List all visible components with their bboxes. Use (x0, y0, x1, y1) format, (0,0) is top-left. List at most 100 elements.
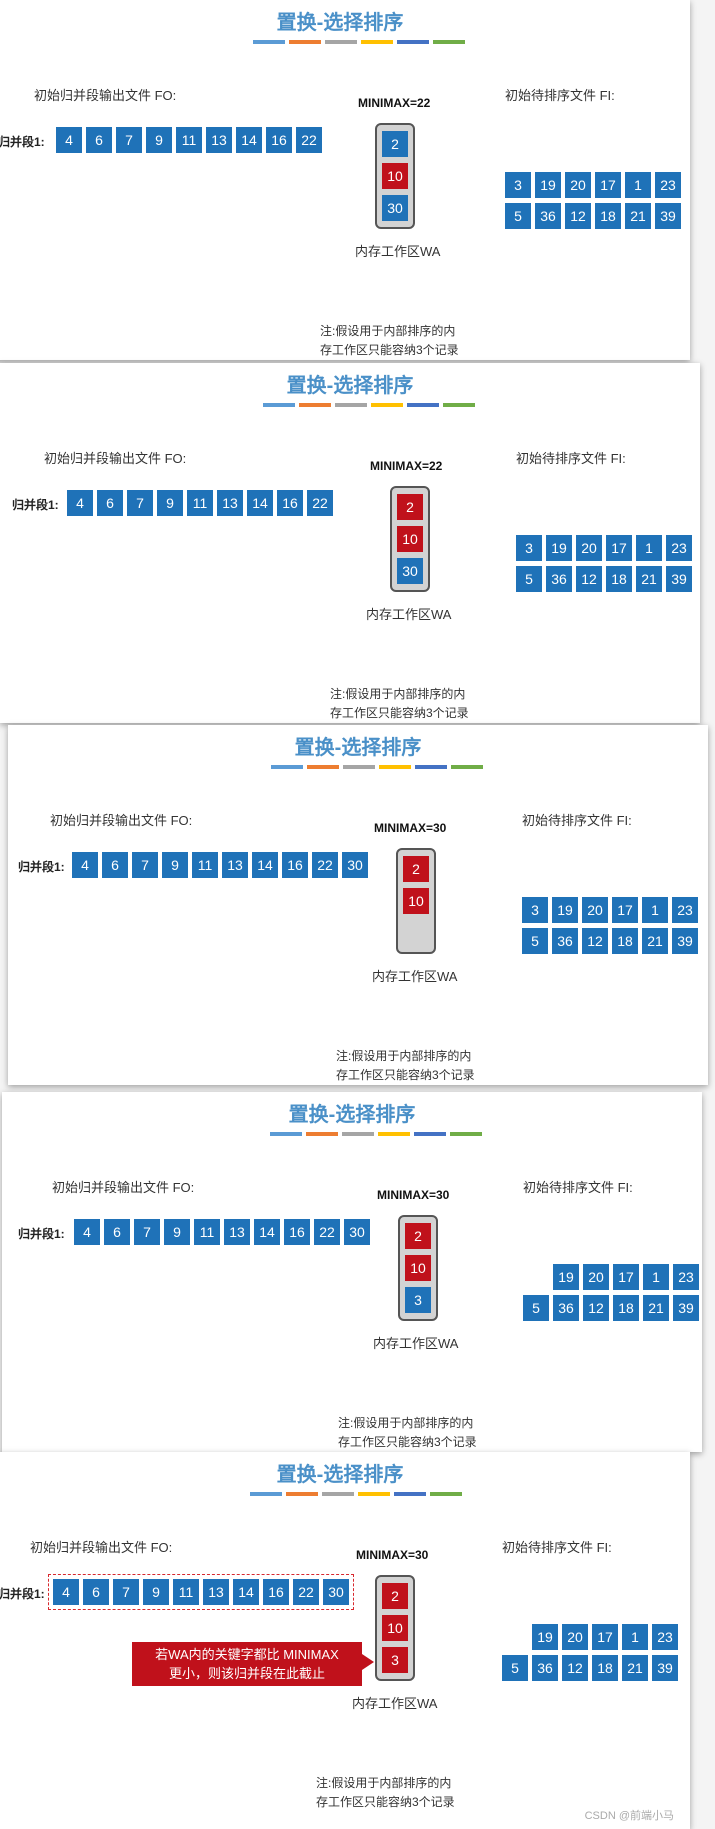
fo-label: 初始归并段输出文件 FO: (52, 1180, 195, 1195)
record-cell: 7 (127, 490, 153, 516)
record-cell: 10 (382, 1615, 408, 1641)
slide-title: 置换-选择排序 (294, 737, 422, 759)
note-line: 注:假设用于内部排序的内 (316, 1776, 452, 1790)
record-cell: 12 (576, 566, 602, 592)
record-cell: 39 (652, 1655, 678, 1681)
color-bar-segment (299, 403, 331, 407)
record-cell: 22 (314, 1219, 340, 1245)
record-cell: 11 (192, 852, 218, 878)
watermark: CSDN @前端小马 (584, 1810, 674, 1822)
slide-title: 置换-选择排序 (276, 12, 404, 34)
record-cell: 14 (252, 852, 278, 878)
record-cell: 9 (143, 1579, 169, 1605)
record-cell: 7 (113, 1579, 139, 1605)
record-cell: 3 (505, 172, 531, 198)
record-cell: 39 (655, 203, 681, 229)
record-cell: 22 (307, 490, 333, 516)
record-cell: 6 (102, 852, 128, 878)
record-cell: 9 (162, 852, 188, 878)
note-line: 注:假设用于内部排序的内 (338, 1416, 474, 1430)
wa-label: 内存工作区WA (373, 1336, 459, 1351)
record-cell: 18 (606, 566, 632, 592)
record-cell: 22 (312, 852, 338, 878)
record-cell: 3 (405, 1287, 431, 1313)
fo-label: 初始归并段输出文件 FO: (34, 88, 177, 103)
record-cell: 23 (673, 1264, 699, 1290)
record-cell: 36 (552, 928, 578, 954)
note-line: 存工作区只能容纳3个记录 (316, 1795, 455, 1809)
record-cell: 20 (583, 1264, 609, 1290)
record-cell: 18 (592, 1655, 618, 1681)
record-cell: 17 (595, 172, 621, 198)
record-cell: 4 (74, 1219, 100, 1245)
slide-3: 置换-选择排序 初始归并段输出文件 FO: MINIMAX=30 初始待排序文件… (8, 725, 708, 1085)
record-cell: 2 (382, 1583, 408, 1609)
record-cell (502, 1624, 528, 1650)
color-bar (271, 765, 483, 769)
record-cell: 5 (502, 1655, 528, 1681)
note: 注:假设用于内部排序的内 存工作区只能容纳3个记录 (316, 1774, 455, 1812)
fi-label: 初始待排序文件 FI: (516, 451, 626, 466)
minimax-label: MINIMAX=30 (374, 821, 447, 835)
record-cell: 7 (116, 127, 142, 153)
color-bar-segment (270, 1132, 302, 1136)
record-cell (523, 1264, 549, 1290)
record-cell: 3 (522, 897, 548, 923)
record-cell: 36 (535, 203, 561, 229)
color-bar-segment (286, 1492, 318, 1496)
note: 注:假设用于内部排序的内 存工作区只能容纳3个记录 (338, 1414, 477, 1452)
color-bar-segment (307, 765, 339, 769)
color-bar-segment (263, 403, 295, 407)
record-cell: 21 (643, 1295, 669, 1321)
color-bar-segment (378, 1132, 410, 1136)
color-bar-segment (371, 403, 403, 407)
color-bar-segment (443, 403, 475, 407)
record-cell: 2 (405, 1223, 431, 1249)
record-cell: 2 (403, 856, 429, 882)
record-cell: 4 (53, 1579, 79, 1605)
record-cell: 19 (546, 535, 572, 561)
record-cell: 39 (672, 928, 698, 954)
note-line: 存工作区只能容纳3个记录 (336, 1068, 475, 1082)
minimax-label: MINIMAX=30 (356, 1548, 429, 1562)
record-cell: 21 (636, 566, 662, 592)
record-cell: 17 (592, 1624, 618, 1650)
record-cell: 7 (134, 1219, 160, 1245)
record-cell: 5 (523, 1295, 549, 1321)
record-cell: 11 (187, 490, 213, 516)
record-cell: 6 (83, 1579, 109, 1605)
wa-label: 内存工作区WA (366, 607, 452, 622)
note-line: 存工作区只能容纳3个记录 (320, 343, 459, 357)
fi-label: 初始待排序文件 FI: (505, 88, 615, 103)
segment-label: 归并段1: (18, 1227, 65, 1241)
record-cell: 13 (206, 127, 232, 153)
record-cell: 19 (535, 172, 561, 198)
record-cell: 30 (344, 1219, 370, 1245)
record-cell: 17 (613, 1264, 639, 1290)
record-cell: 16 (266, 127, 292, 153)
record-cell: 39 (673, 1295, 699, 1321)
record-cell: 4 (67, 490, 93, 516)
record-cell: 10 (382, 163, 408, 189)
slide-2: 置换-选择排序 初始归并段输出文件 FO: MINIMAX=22 初始待排序文件… (0, 363, 700, 723)
callout-line: 更小，则该归并段在此截止 (168, 1666, 325, 1681)
color-bar-segment (361, 40, 393, 44)
record-cell: 13 (203, 1579, 229, 1605)
record-cell: 13 (222, 852, 248, 878)
color-bar (253, 40, 465, 44)
fo-label: 初始归并段输出文件 FO: (30, 1540, 173, 1555)
record-cell: 5 (505, 203, 531, 229)
minimax-label: MINIMAX=30 (377, 1188, 450, 1202)
